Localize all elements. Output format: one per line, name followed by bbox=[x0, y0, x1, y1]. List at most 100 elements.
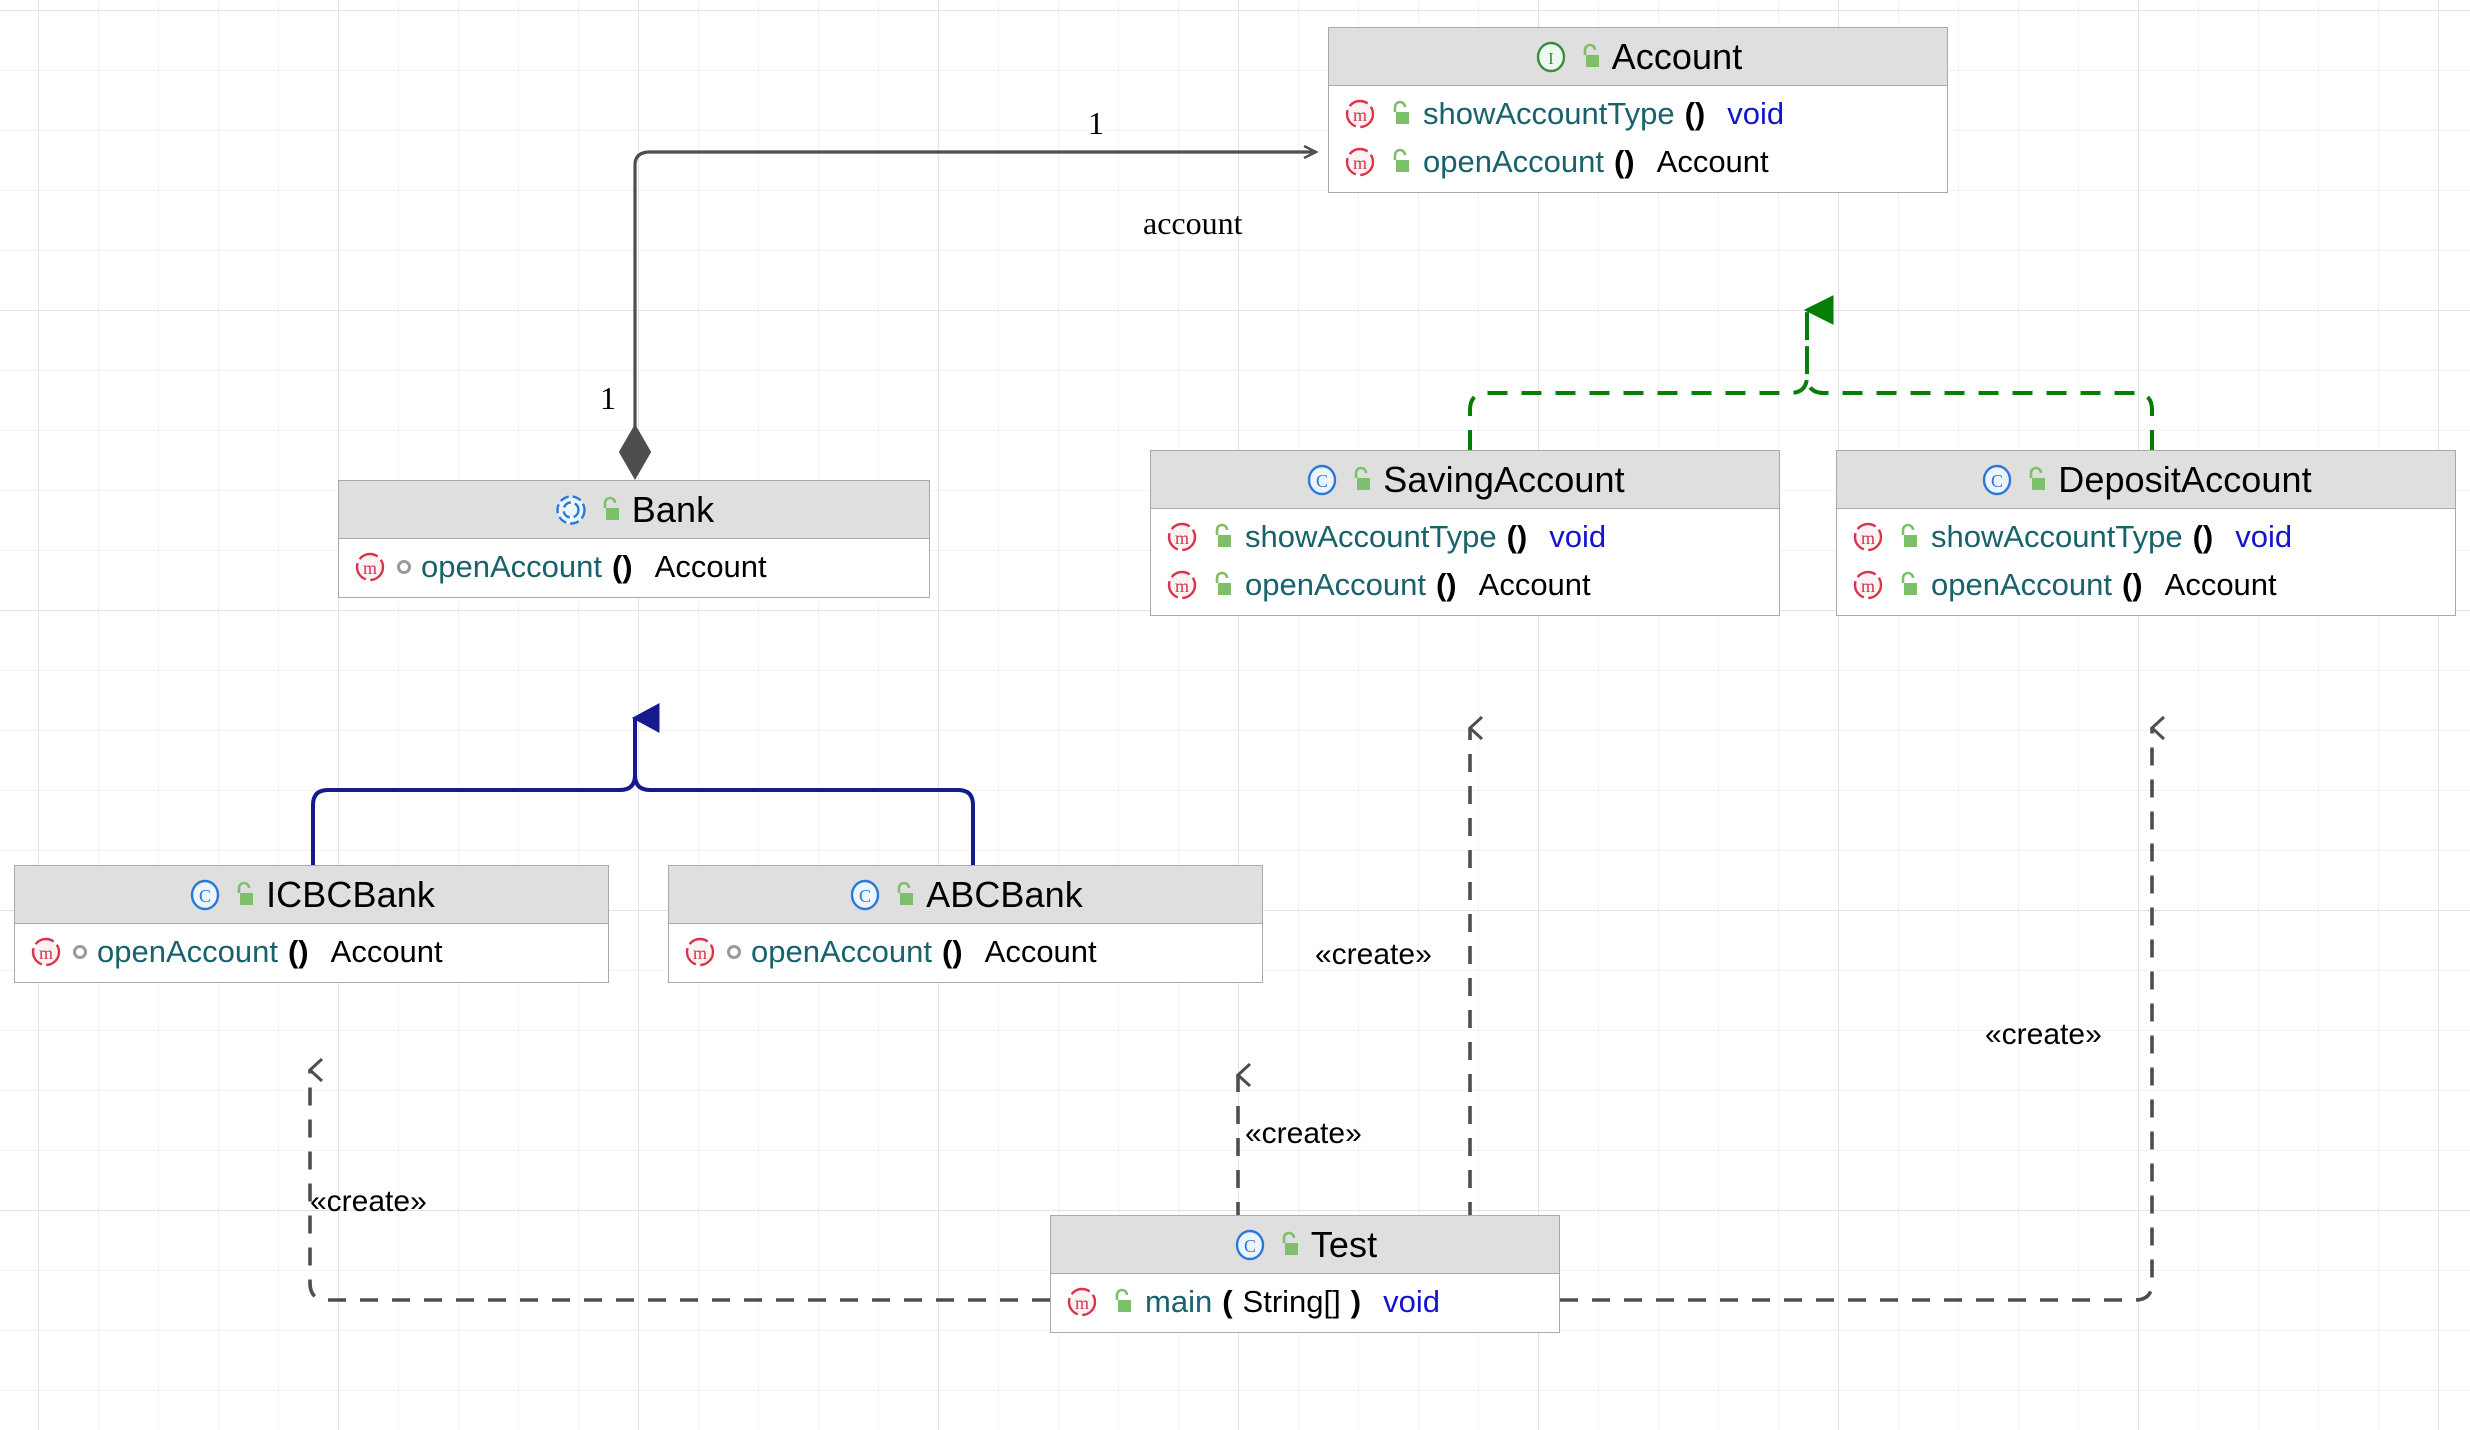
protected-dot-icon bbox=[727, 945, 741, 959]
method-icon: m bbox=[1165, 568, 1199, 602]
member-name: main bbox=[1145, 1284, 1213, 1319]
node-title-depositaccount: DepositAccount bbox=[2058, 458, 2312, 500]
member-parens: () bbox=[1684, 96, 1706, 131]
class-icon: C bbox=[1233, 1228, 1267, 1262]
class-node-icbcbank[interactable]: C ICBCBank m openAccount () Account bbox=[14, 865, 609, 983]
class-node-savingaccount[interactable]: C SavingAccount m bbox=[1150, 450, 1780, 616]
class-icon: C bbox=[1305, 463, 1339, 497]
node-header-bank: Bank bbox=[339, 481, 929, 539]
unlocked-public-icon bbox=[1387, 148, 1413, 176]
node-header-savingaccount: C SavingAccount bbox=[1151, 451, 1779, 509]
svg-text:m: m bbox=[1175, 576, 1189, 596]
node-title-savingaccount: SavingAccount bbox=[1383, 458, 1625, 500]
unlocked-public-icon bbox=[1895, 571, 1921, 599]
svg-text:m: m bbox=[1075, 1293, 1089, 1313]
members-bank: m openAccount () Account bbox=[339, 539, 929, 597]
method-icon: m bbox=[29, 935, 63, 969]
unlocked-public-icon bbox=[1276, 1231, 1302, 1259]
method-icon: m bbox=[1165, 520, 1199, 554]
member-return-type: Account bbox=[330, 934, 443, 969]
member-return-type: Account bbox=[2164, 567, 2277, 602]
method-icon: m bbox=[1851, 568, 1885, 602]
unlocked-public-icon bbox=[2023, 466, 2049, 494]
svg-text:C: C bbox=[1991, 471, 2003, 491]
node-title-account: Account bbox=[1611, 35, 1743, 77]
class-node-bank[interactable]: Bank m openAccount () Account bbox=[338, 480, 930, 598]
unlocked-public-icon bbox=[1348, 466, 1374, 494]
member-return-type: Account bbox=[1478, 567, 1591, 602]
create-label-abcbank: «create» bbox=[1245, 1117, 1362, 1150]
member-row[interactable]: m openAccount () Account bbox=[15, 928, 608, 976]
svg-text:C: C bbox=[1244, 1236, 1256, 1256]
svg-text:m: m bbox=[1861, 528, 1875, 548]
member-parens-open: ( bbox=[1222, 1284, 1233, 1319]
svg-text:m: m bbox=[1861, 576, 1875, 596]
node-header-depositaccount: C DepositAccount bbox=[1837, 451, 2455, 509]
member-name: openAccount bbox=[1423, 144, 1604, 179]
class-node-account[interactable]: I Account m showAc bbox=[1328, 27, 1948, 193]
svg-text:C: C bbox=[1316, 471, 1328, 491]
class-node-test[interactable]: C Test m main bbox=[1050, 1215, 1560, 1333]
member-row[interactable]: m openAccount () Account bbox=[1151, 561, 1779, 609]
multiplicity-source-label: 1 bbox=[600, 380, 616, 416]
unlocked-public-icon bbox=[1577, 43, 1603, 71]
node-title-abcbank: ABCBank bbox=[926, 873, 1083, 915]
node-title-bank: Bank bbox=[631, 488, 715, 530]
member-name: showAccountType bbox=[1423, 96, 1675, 131]
members-savingaccount: m showAccountType () void m bbox=[1151, 509, 1779, 615]
role-account-label: account bbox=[1143, 205, 1243, 241]
member-row[interactable]: m showAccountType () void bbox=[1329, 90, 1947, 138]
member-row[interactable]: m openAccount () Account bbox=[339, 543, 929, 591]
svg-text:m: m bbox=[1353, 105, 1367, 125]
node-title-test: Test bbox=[1310, 1223, 1378, 1265]
create-label-savingaccount: «create» bbox=[1315, 938, 1432, 971]
member-return-type: Account bbox=[984, 934, 1097, 969]
member-row[interactable]: m showAccountType () void bbox=[1837, 513, 2455, 561]
member-return-type: Account bbox=[1656, 144, 1769, 179]
method-icon: m bbox=[1851, 520, 1885, 554]
multiplicity-target-label: 1 bbox=[1088, 105, 1104, 141]
node-header-icbcbank: C ICBCBank bbox=[15, 866, 608, 924]
member-return-type: void bbox=[1383, 1284, 1440, 1319]
members-icbcbank: m openAccount () Account bbox=[15, 924, 608, 982]
class-icon: C bbox=[848, 878, 882, 912]
svg-text:m: m bbox=[363, 558, 377, 578]
member-row[interactable]: m openAccount () Account bbox=[669, 928, 1262, 976]
member-row[interactable]: m main ( String[] ) void bbox=[1051, 1278, 1559, 1326]
svg-text:m: m bbox=[693, 943, 707, 963]
member-args: String[] bbox=[1242, 1284, 1341, 1319]
class-node-abcbank[interactable]: C ABCBank m openAccount () Account bbox=[668, 865, 1263, 983]
member-parens-close: ) bbox=[1350, 1284, 1362, 1319]
member-return-type: void bbox=[2235, 519, 2293, 554]
svg-text:C: C bbox=[859, 886, 871, 906]
svg-text:m: m bbox=[1353, 153, 1367, 173]
node-header-abcbank: C ABCBank bbox=[669, 866, 1262, 924]
member-row[interactable]: m openAccount () Account bbox=[1329, 138, 1947, 186]
member-name: showAccountType bbox=[1931, 519, 2183, 554]
member-return-type: Account bbox=[654, 549, 767, 584]
member-row[interactable]: m showAccountType () void bbox=[1151, 513, 1779, 561]
member-row[interactable]: m openAccount () Account bbox=[1837, 561, 2455, 609]
unlocked-public-icon bbox=[1109, 1288, 1135, 1316]
member-name: showAccountType bbox=[1245, 519, 1497, 554]
class-icon: C bbox=[1980, 463, 2014, 497]
node-header-test: C Test bbox=[1051, 1216, 1559, 1274]
member-parens: () bbox=[2192, 519, 2214, 554]
unlocked-public-icon bbox=[1895, 523, 1921, 551]
create-label-depositaccount: «create» bbox=[1985, 1018, 2102, 1051]
abstract-class-icon bbox=[554, 493, 588, 527]
svg-text:I: I bbox=[1548, 49, 1554, 68]
members-depositaccount: m showAccountType () void m bbox=[1837, 509, 2455, 615]
protected-dot-icon bbox=[397, 560, 411, 574]
unlocked-public-icon bbox=[1209, 571, 1235, 599]
method-icon: m bbox=[353, 550, 387, 584]
member-parens: () bbox=[1435, 567, 1457, 602]
interface-icon: I bbox=[1534, 40, 1568, 74]
member-parens: () bbox=[941, 934, 963, 969]
method-icon: m bbox=[1065, 1285, 1099, 1319]
class-node-depositaccount[interactable]: C DepositAccount m bbox=[1836, 450, 2456, 616]
method-icon: m bbox=[683, 935, 717, 969]
node-header-account: I Account bbox=[1329, 28, 1947, 86]
member-name: openAccount bbox=[1245, 567, 1426, 602]
member-parens: () bbox=[287, 934, 309, 969]
